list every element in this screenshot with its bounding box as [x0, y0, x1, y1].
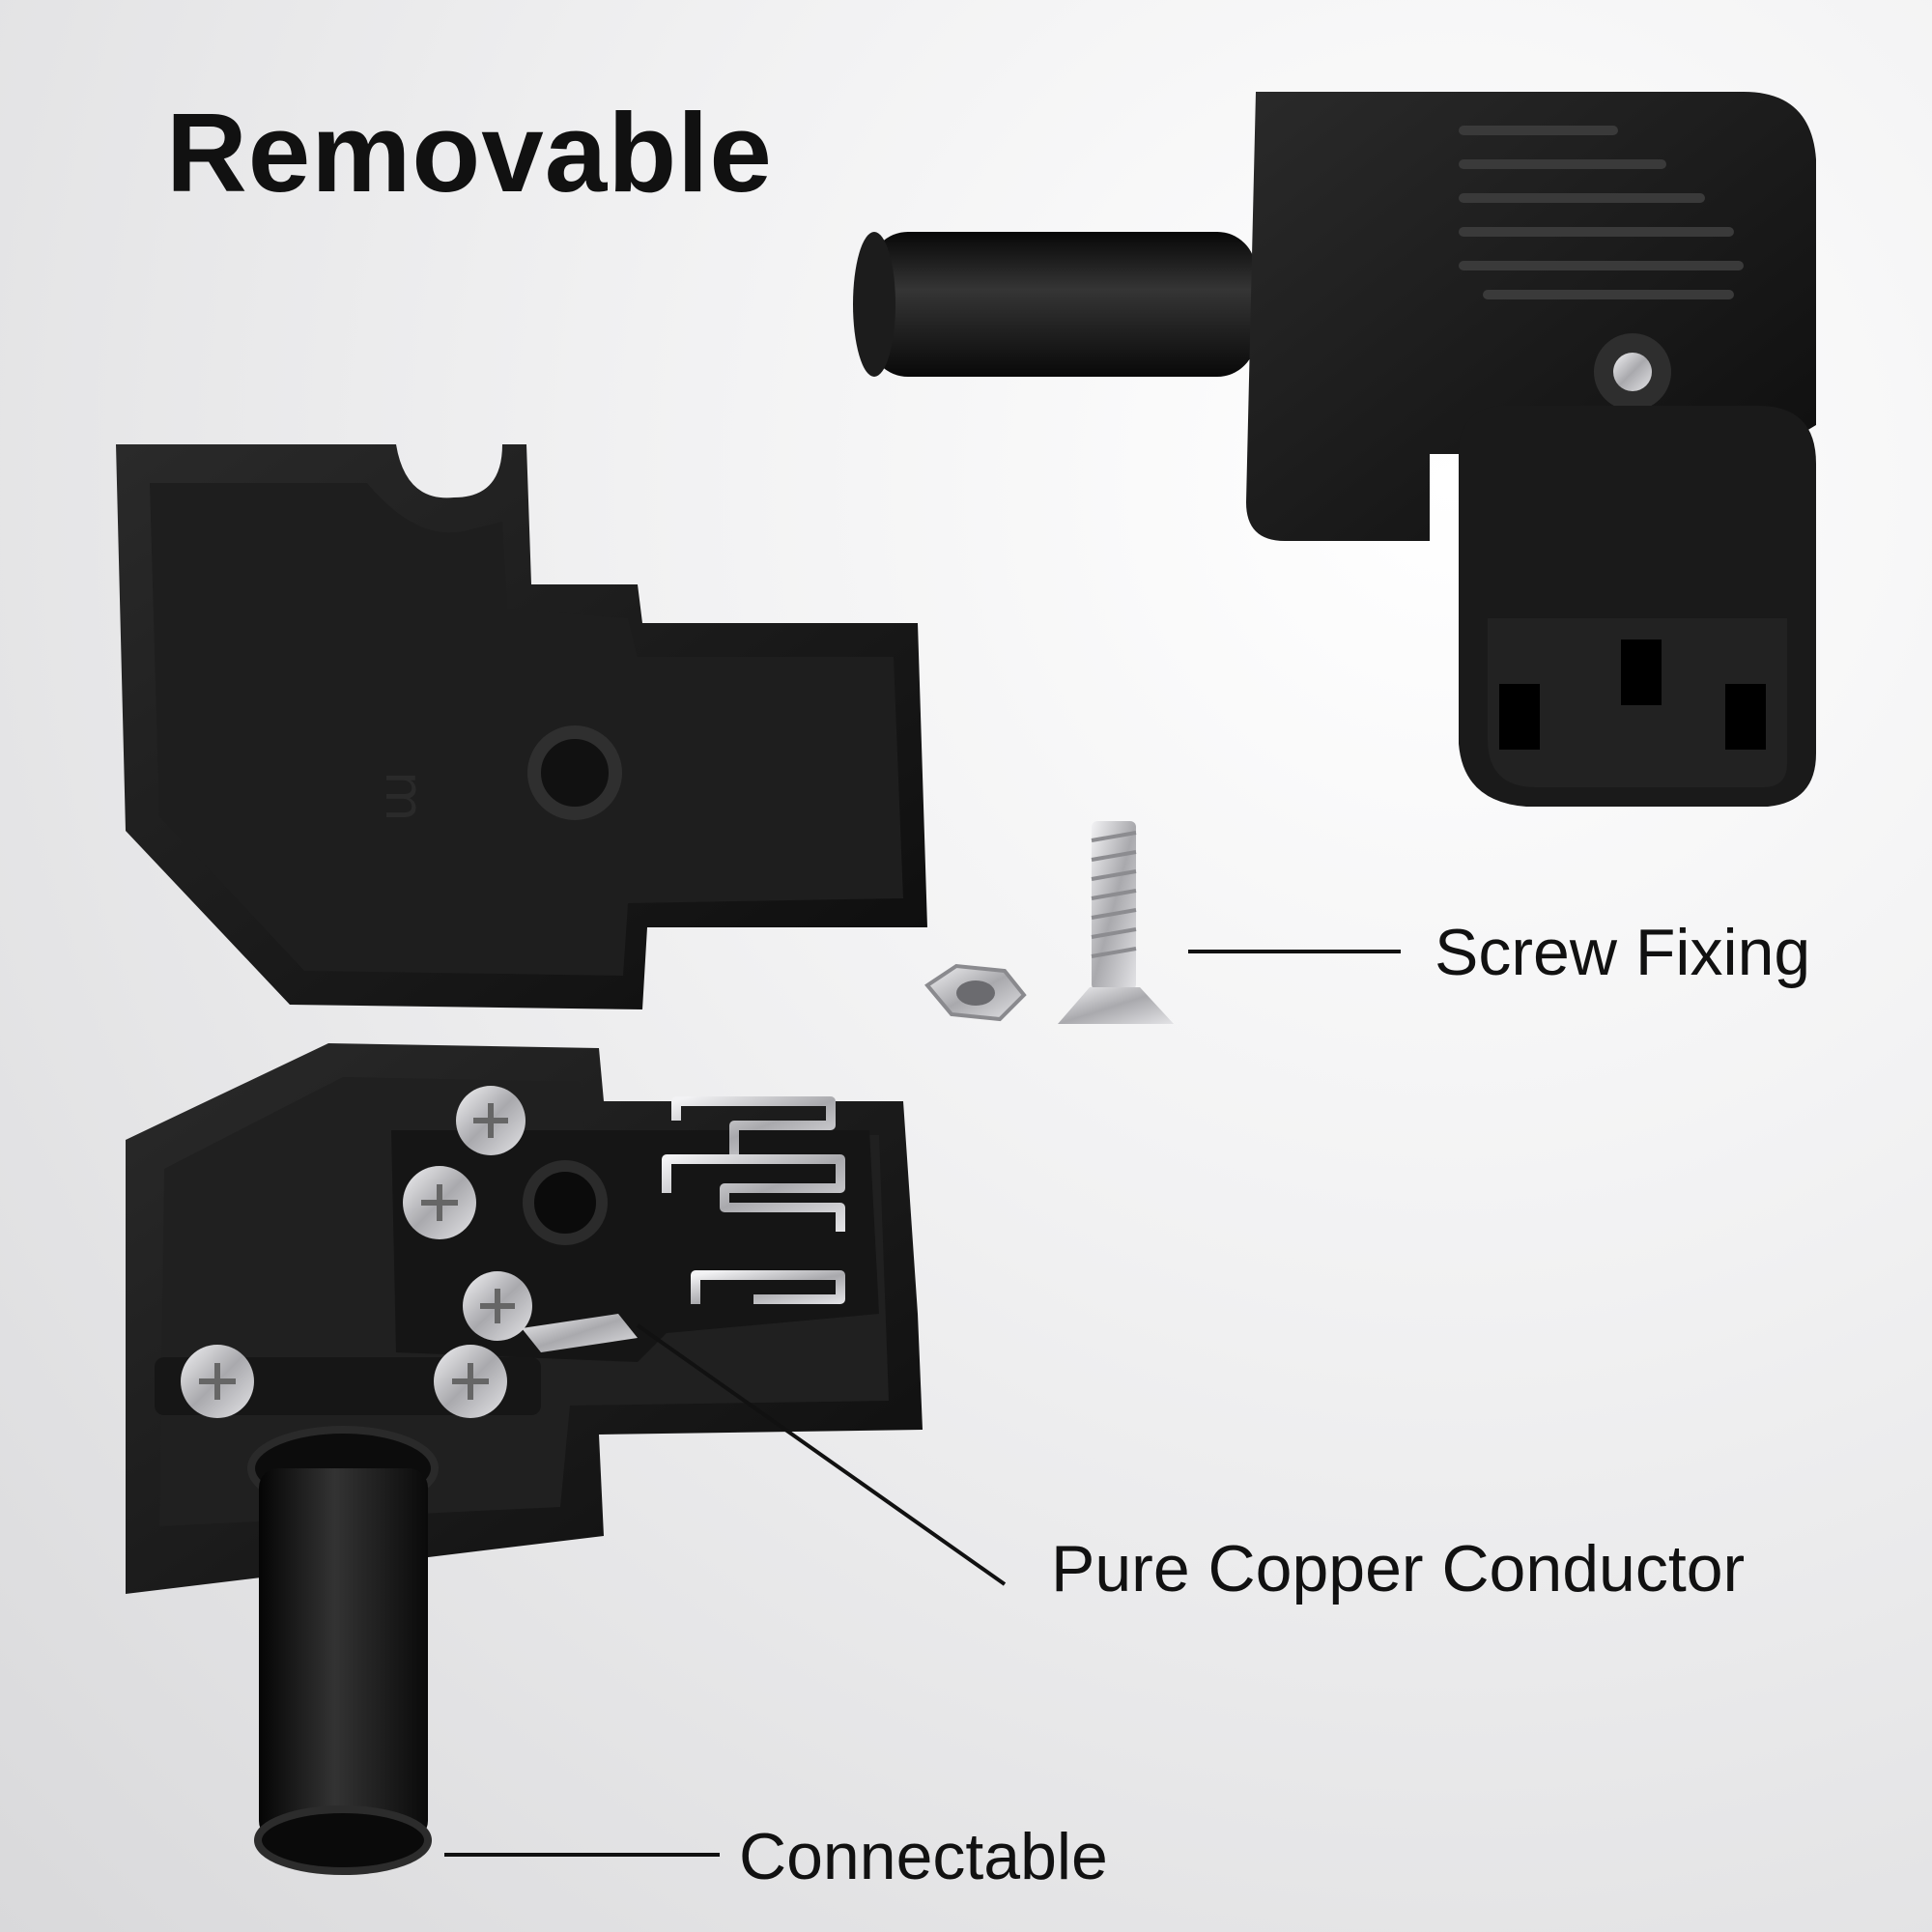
- grip-ridges: [1459, 126, 1744, 299]
- loose-screw-icon: [1058, 821, 1174, 1024]
- socket-pin-slot-earth: [1621, 639, 1662, 705]
- terminal-screw-bottom-icon: [463, 1271, 532, 1341]
- cover-mold-mark: m: [374, 771, 435, 822]
- assembled-cable: [869, 232, 1256, 377]
- clamp-screw-right-icon: [434, 1345, 507, 1418]
- headline-title: Removable: [166, 90, 773, 215]
- terminal-base: [126, 1043, 923, 1875]
- terminal-screw-middle-icon: [403, 1166, 476, 1239]
- socket-pin-slot-left: [1499, 684, 1540, 750]
- assembled-connector: [853, 92, 1816, 807]
- contact-springs: [662, 1096, 845, 1304]
- cover-inner: [150, 483, 903, 976]
- cover-screw-boss: [527, 725, 622, 820]
- connectable-cable-end: [254, 1805, 432, 1875]
- assembled-cable-end: [853, 232, 895, 377]
- assembled-screw-head-icon: [1613, 353, 1652, 391]
- hex-nut-icon: [924, 963, 1027, 1022]
- copper-conductor-strip: [522, 1314, 638, 1352]
- terminal-screw-top-icon: [456, 1086, 526, 1155]
- connectable-cable: [259, 1468, 428, 1840]
- cover-shell: m: [116, 444, 927, 1009]
- socket-pin-slot-right: [1725, 684, 1766, 750]
- center-screw-boss: [523, 1160, 608, 1245]
- pure-copper-conductor-label: Pure Copper Conductor: [1051, 1532, 1746, 1605]
- clamp-screw-left-icon: [181, 1345, 254, 1418]
- copper-conductor-leader-line: [636, 1323, 1007, 1586]
- screw-fixing-label: Screw Fixing: [1435, 916, 1811, 989]
- connectable-label: Connectable: [739, 1820, 1108, 1893]
